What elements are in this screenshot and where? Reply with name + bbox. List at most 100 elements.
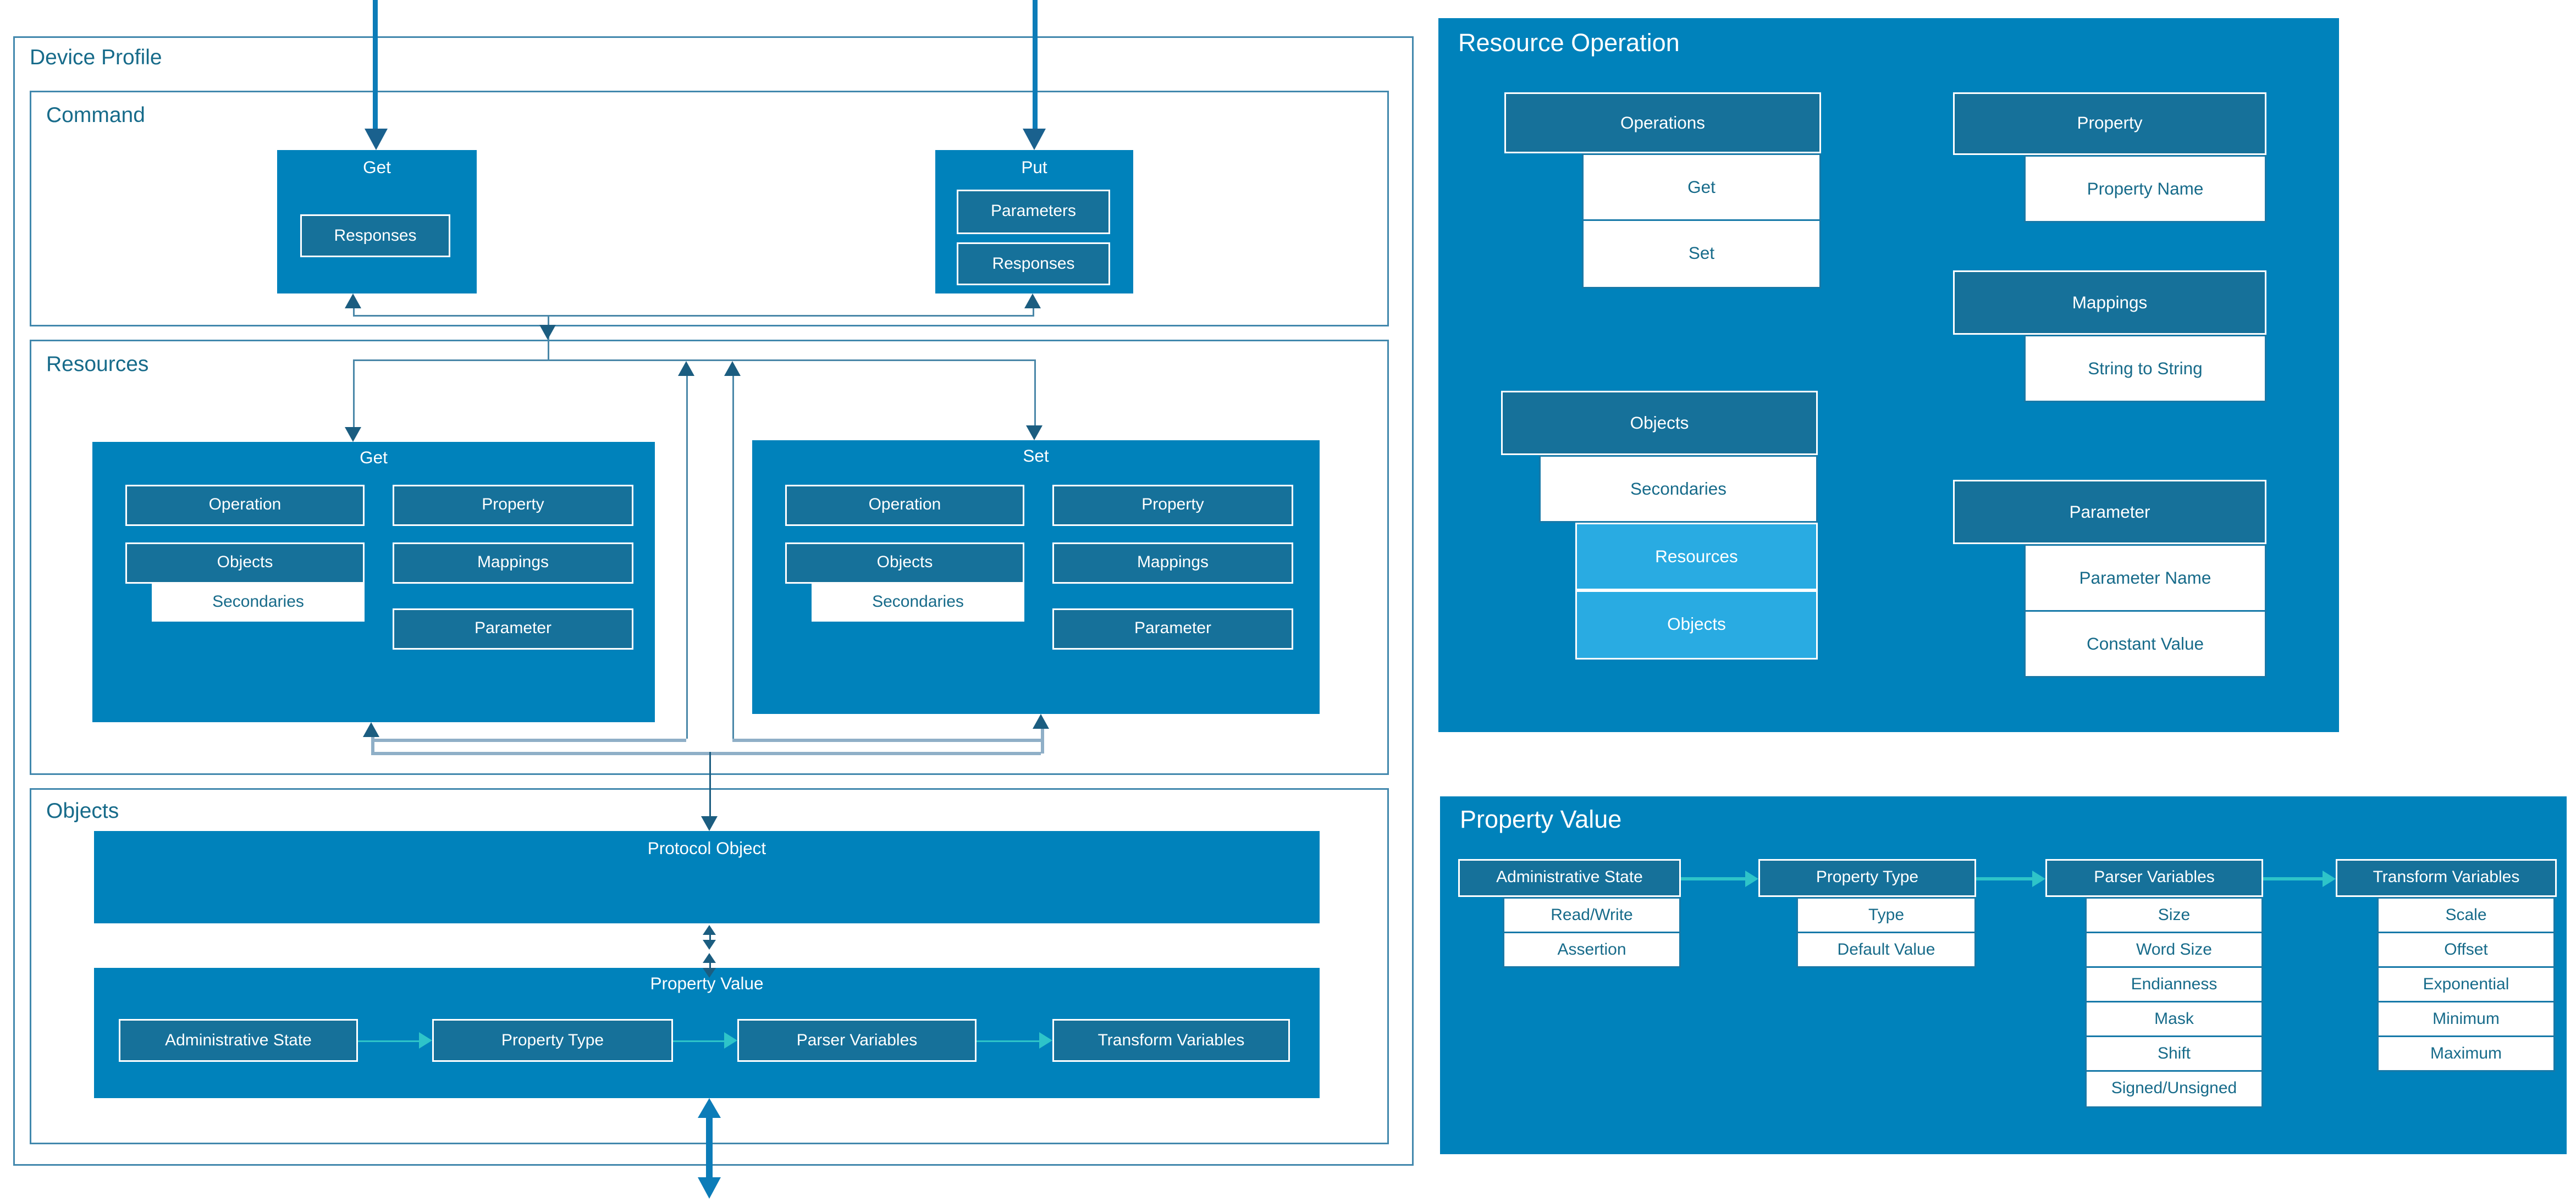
command-get-box: Get Responses [277,150,477,293]
pvp-row-minimum: Minimum [2377,1001,2555,1037]
arrow-down-icon [698,1177,721,1199]
operations-header: Operations [1504,92,1821,153]
connector-line [353,308,355,315]
pvp-row-read-write: Read/Write [1503,897,1681,933]
arrow-down-icon [345,427,361,442]
objects-row-objects: Objects [1575,590,1818,660]
pv-transform-variables-box: Transform Variables [1052,1019,1290,1062]
arrow-right-icon [2323,869,2336,887]
resources-set-mappings-box: Mappings [1052,542,1293,584]
connector-line [708,963,710,970]
resources-get-operation-box: Operation [125,485,365,526]
pvp-parser-variables-header: Parser Variables [2045,859,2263,897]
pvp-transform-variables-header: Transform Variables [2336,859,2557,897]
resources-get-property-box: Property [393,485,633,526]
command-get-title: Get [363,158,391,178]
resources-set-title: Set [1023,447,1049,467]
property-value-panel: Property Value Administrative State Read… [1440,796,2567,1154]
resources-set-secondaries-box: Secondaries [812,584,1024,622]
resources-get-title: Get [360,448,388,468]
arrow-down-icon [539,325,556,340]
bracket-line [371,752,1041,755]
pvp-row-mask: Mask [2085,1001,2263,1037]
device-profile-box [13,36,1414,1166]
property-value-box: Property Value Administrative State Prop… [94,968,1320,1098]
arrow-up-icon [345,293,361,308]
property-value-panel-title: Property Value [1460,806,1622,834]
pvp-administrative-state-header: Administrative State [1458,859,1681,897]
resource-operation-title: Resource Operation [1458,30,1680,58]
resources-set-objects-box: Objects [785,542,1024,584]
connector-line [709,752,711,816]
resources-set-operation-box: Operation [785,485,1024,526]
top-arrow-line [1033,0,1038,129]
arrow-down-icon [1026,425,1042,440]
pvp-row-type: Type [1796,897,1976,933]
resources-get-secondaries-box: Secondaries [152,584,365,622]
bracket-line [732,739,1041,741]
resources-get-box: Get Operation Property Objects Mappings … [92,442,655,722]
pvp-row-word-size: Word Size [2085,932,2263,968]
operations-row-set: Set [1582,219,1821,289]
command-put-responses-box: Responses [957,242,1110,285]
arrow-up-icon [1024,293,1041,308]
bracket-line [1041,729,1044,754]
arrow-right-icon [2032,869,2045,887]
device-profile-label: Device Profile [30,45,162,69]
objects-row-resources: Resources [1575,523,1818,590]
mappings-row-string: String to String [2024,335,2266,402]
protocol-object-title: Protocol Object [647,839,766,859]
connector-line [353,359,355,427]
pvp-row-signed-unsigned: Signed/Unsigned [2085,1070,2263,1108]
arrow-down-icon [1023,129,1046,150]
property-row-name: Property Name [2024,155,2266,223]
arrow-up-icon [698,1098,721,1118]
bracket-line [371,739,686,741]
pvp-row-exponential: Exponential [2377,966,2555,1002]
pvp-row-maximum: Maximum [2377,1035,2555,1072]
arrow-up-icon [724,361,741,376]
command-section-box [30,91,1389,326]
arrow-right-icon [419,1032,432,1049]
property-header: Property [1953,92,2266,155]
command-get-responses-box: Responses [300,214,450,257]
pv-parser-variables-box: Parser Variables [737,1019,977,1062]
pvp-row-offset: Offset [2377,932,2555,968]
flow-arrow-line [1976,877,2032,880]
pvp-row-assertion: Assertion [1503,932,1681,968]
objects-label: Objects [46,798,119,823]
resources-get-objects-box: Objects [125,542,365,584]
flow-arrow-line [358,1039,419,1042]
bracket-line [371,737,374,754]
connector-line [1033,308,1034,315]
pvp-row-shift: Shift [2085,1035,2263,1072]
resources-get-parameter-box: Parameter [393,608,633,650]
resource-operation-panel: Resource Operation Operations Get Set Ob… [1438,18,2339,732]
arrow-down-icon [703,940,716,950]
resources-set-box: Set Operation Property Objects Mappings … [752,440,1320,714]
connector-line [732,376,734,739]
command-put-title: Put [1021,158,1047,178]
connector-line [686,376,688,739]
pvp-property-type-header: Property Type [1758,859,1976,897]
flow-arrow-line [2263,877,2323,880]
pv-administrative-state-box: Administrative State [119,1019,358,1062]
objects-header: Objects [1501,391,1818,455]
connector-line [353,359,1034,361]
flow-arrow-line [1681,877,1745,880]
flow-arrow-line [673,1039,724,1042]
bottom-arrow-line [706,1118,713,1177]
command-put-box: Put Parameters Responses [935,150,1133,293]
arrow-right-icon [1745,869,1758,887]
arrow-up-icon [703,953,716,963]
objects-row-secondaries: Secondaries [1539,455,1818,523]
mappings-header: Mappings [1953,270,2266,335]
arrow-down-icon [701,816,718,831]
parameter-row-name: Parameter Name [2024,544,2266,612]
top-arrow-line [373,0,378,129]
command-label: Command [46,102,145,127]
protocol-object-box: Protocol Object [94,831,1320,923]
arrow-up-icon [678,361,694,376]
pvp-row-scale: Scale [2377,897,2555,933]
